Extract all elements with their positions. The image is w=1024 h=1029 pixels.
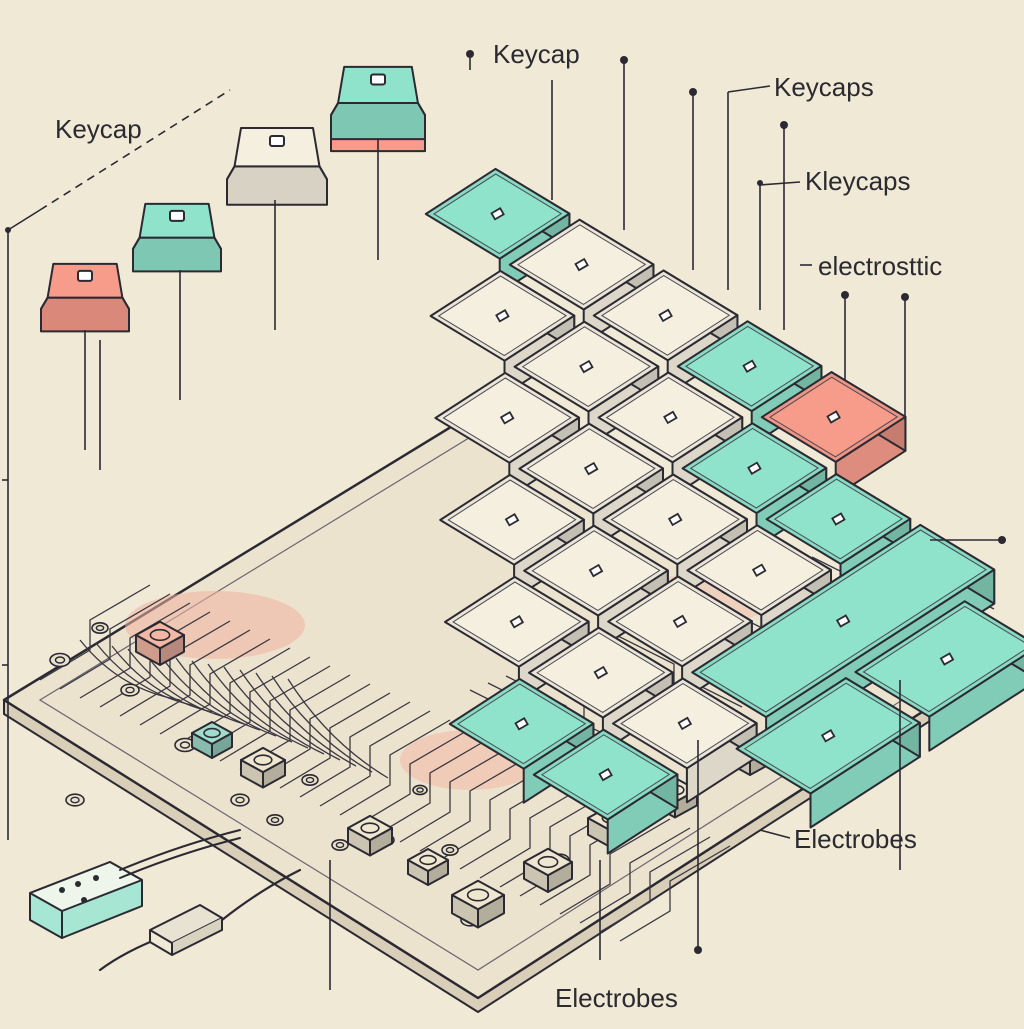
solder-pad [65, 793, 85, 807]
label-electrostatic-right: electrosttic [818, 251, 942, 281]
callout-dots [5, 50, 1006, 954]
label-keycap-top: Keycap [493, 39, 580, 69]
usb-connector [29, 829, 241, 939]
callout-lines [2, 58, 1002, 990]
chip-component [523, 847, 573, 893]
keycap-mint-wide [735, 677, 921, 829]
keycap [518, 422, 665, 549]
keycap [523, 524, 669, 651]
floating-keycap-mint [132, 202, 222, 273]
keycap [611, 677, 758, 804]
keycap-coral [760, 371, 907, 497]
label-electrobes-bottom: Electrobes [555, 983, 678, 1013]
keycap-mint-wide [854, 600, 1024, 752]
floating-keycap-mint-coral [330, 65, 426, 153]
keycap [443, 575, 590, 702]
solder-pad [120, 683, 140, 697]
chip-component [407, 848, 449, 886]
floating-keycap-cream [226, 127, 328, 206]
keycap-grid [424, 167, 1024, 855]
label-kleycaps-right: Kleycaps [805, 166, 911, 196]
chip-component-mint [191, 721, 233, 759]
solder-pad [331, 838, 349, 851]
solder-pad [91, 621, 109, 634]
floating-keycap-coral [40, 262, 130, 333]
solder-pad [441, 843, 459, 856]
label-keycaps-right: Keycaps [774, 72, 874, 102]
keycap-mint [681, 422, 828, 549]
solder-pad [174, 737, 196, 753]
keycap [597, 371, 744, 498]
solder-pad [266, 813, 284, 826]
keycap [439, 473, 585, 600]
keycap-mint [532, 728, 679, 855]
solder-pad [301, 773, 319, 786]
floating-keycaps [40, 65, 426, 333]
keycap-mint [676, 320, 823, 447]
solder-pad [412, 784, 428, 796]
label-electrobes-right: Electrobes [794, 824, 917, 854]
keycap-mint [448, 677, 595, 804]
label-keycap-left: Keycap [55, 114, 142, 144]
chip-component [240, 746, 286, 789]
chip-component-coral [135, 620, 185, 666]
solder-pad [49, 652, 71, 668]
chip-component [451, 879, 505, 929]
solder-pad [230, 793, 250, 807]
usb-cable-plug [98, 868, 302, 972]
chip-component [347, 814, 393, 857]
